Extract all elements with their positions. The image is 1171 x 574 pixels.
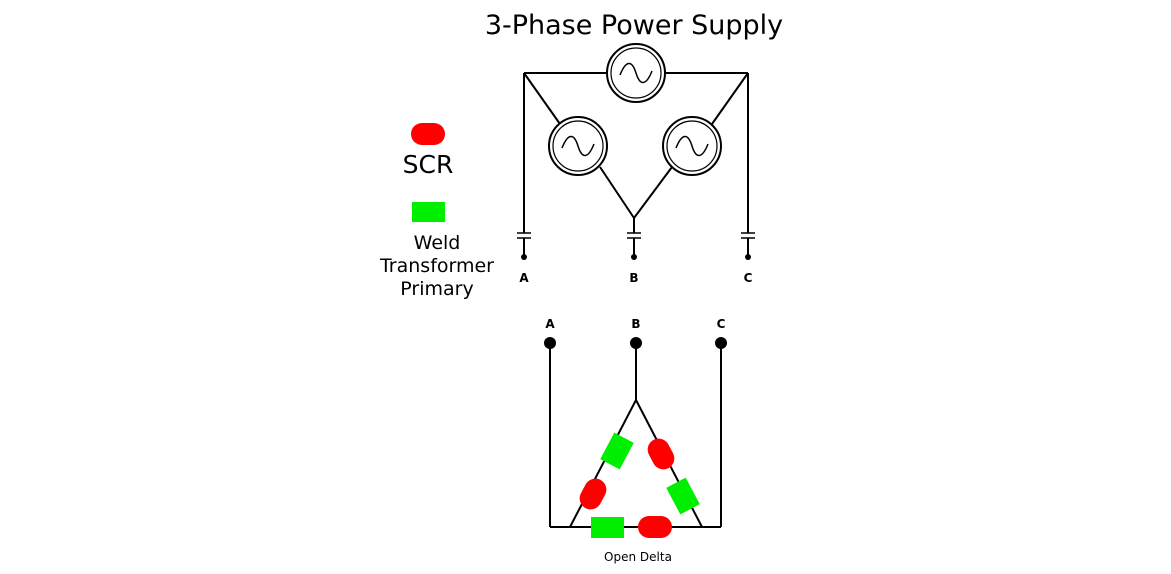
weld-transformer-legend-swatch: [412, 202, 445, 222]
supply-terminal-a: [517, 232, 531, 260]
weld-transformer-left: [600, 432, 634, 470]
legend: SCR Weld Transformer Primary: [379, 123, 494, 300]
supply-label-c: C: [744, 271, 753, 285]
supply-terminal-c: [741, 232, 755, 260]
ac-source-top-icon: [606, 43, 666, 103]
ac-source-left-icon: [548, 116, 608, 176]
scr-legend-label: SCR: [403, 150, 454, 179]
weld-transformer-right: [666, 477, 700, 515]
weld-transformer-bottom: [591, 517, 624, 538]
weld-legend-line1: Weld: [414, 232, 461, 254]
supply-label-a: A: [519, 271, 529, 285]
weld-legend-line3: Primary: [400, 278, 473, 300]
ac-source-right-icon: [662, 116, 722, 176]
open-delta-load: A B C Open Delta: [544, 317, 727, 564]
load-label-b: B: [631, 317, 640, 331]
supply-terminal-b: [627, 232, 641, 260]
load-label-c: C: [717, 317, 726, 331]
scr-left: [579, 478, 607, 510]
scr-legend-swatch: [411, 123, 445, 145]
diagram-title: 3-Phase Power Supply: [485, 10, 783, 41]
load-label-a: A: [545, 317, 555, 331]
supply-label-b: B: [629, 271, 638, 285]
scr-right: [647, 438, 675, 470]
weld-legend-line2: Transformer: [379, 255, 494, 277]
scr-bottom: [638, 516, 672, 538]
open-delta-caption: Open Delta: [604, 550, 672, 564]
power-supply: A B C: [517, 43, 755, 285]
